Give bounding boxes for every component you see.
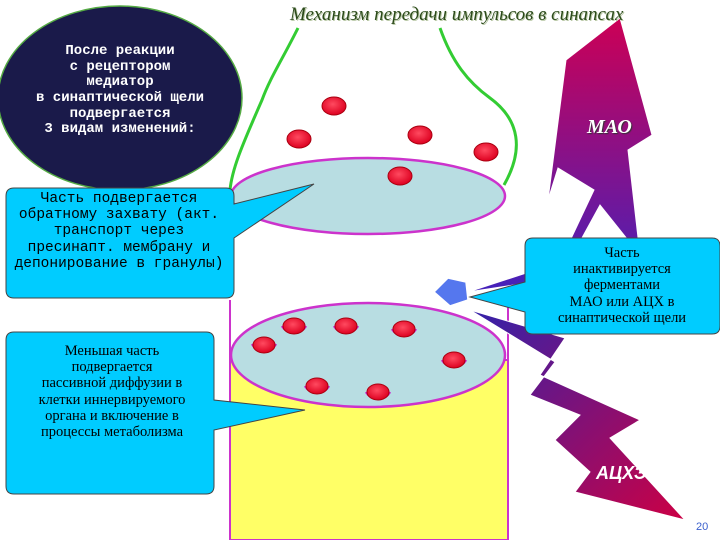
intro-line: подвергается xyxy=(69,105,171,122)
reuptake-line: депонирование в гранулы) xyxy=(14,255,224,272)
diffusion-line: клетки иннервируемого xyxy=(38,391,186,408)
diffusion-line: Меньшая часть xyxy=(64,343,160,359)
callout-enzymes xyxy=(468,237,720,335)
mediator-molecule xyxy=(366,383,390,401)
reuptake-line: Часть подвергается xyxy=(40,191,198,207)
diffusion-line: процессы метаболизма xyxy=(40,424,184,441)
achae-label: АЦХЭ xyxy=(596,463,647,483)
enzymes-text: Часть инактивируется ферментами МАО или … xyxy=(527,245,717,326)
intro-line: медиатор xyxy=(86,74,154,91)
diffusion-text: Меньшая часть подвергается пассивной диф… xyxy=(8,343,216,440)
callout-reuptake xyxy=(5,183,315,299)
mao-label: МАО xyxy=(587,116,632,138)
enzymes-line: инактивируется xyxy=(573,261,671,278)
mediator-molecule xyxy=(334,317,358,335)
mediator-molecule xyxy=(286,129,312,149)
presynaptic-outline-left xyxy=(228,27,300,191)
reuptake-line: пресинапт. мембрану и xyxy=(27,239,211,256)
mediator-molecule xyxy=(252,336,276,354)
reuptake-line: транспорт через xyxy=(53,223,185,240)
enzymes-line: ферментами xyxy=(583,277,661,294)
enzymes-line: МАО или АЦХ в xyxy=(569,293,675,310)
bound-mediators xyxy=(252,317,466,401)
mediator-molecule xyxy=(321,96,347,116)
diffusion-line: органа и включение в xyxy=(45,407,179,424)
achae-enzyme-bolt xyxy=(469,309,687,521)
intro-line: 3 видам изменений: xyxy=(44,121,196,138)
mediator-molecule xyxy=(473,142,499,162)
enzymes-line: синаптической щели xyxy=(557,309,687,326)
mediator-molecule xyxy=(392,320,416,338)
mediator-molecule xyxy=(387,166,413,186)
reuptake-text: Часть подвергается обратному захвату (ак… xyxy=(2,191,236,272)
presynaptic-outline-right xyxy=(438,27,518,186)
diffusion-line: подвергается xyxy=(71,359,153,376)
page-number: 20 xyxy=(696,521,709,533)
intro-text: После реакции с рецептором медиатор в си… xyxy=(20,43,220,138)
mediator-molecules xyxy=(286,96,499,186)
mao-enzyme-bolt xyxy=(467,17,653,293)
enzymes-line: Часть xyxy=(604,245,640,261)
callout-diffusion xyxy=(5,331,306,495)
diffusion-line: пассивной диффузии в xyxy=(41,375,183,392)
mediator-molecule xyxy=(282,317,306,335)
enzyme-molecule xyxy=(432,277,469,307)
intro-line: После реакции xyxy=(65,43,175,59)
page-title: Механизм передачи импульсов в синапсах xyxy=(290,4,624,25)
mediator-molecule xyxy=(305,377,329,395)
mediator-molecule xyxy=(407,125,433,145)
reuptake-line: обратному захвату (акт. xyxy=(18,207,220,224)
intro-line: в синаптической щели xyxy=(35,90,205,107)
mediator-molecule xyxy=(442,351,466,369)
intro-line: с рецептором xyxy=(69,58,171,75)
